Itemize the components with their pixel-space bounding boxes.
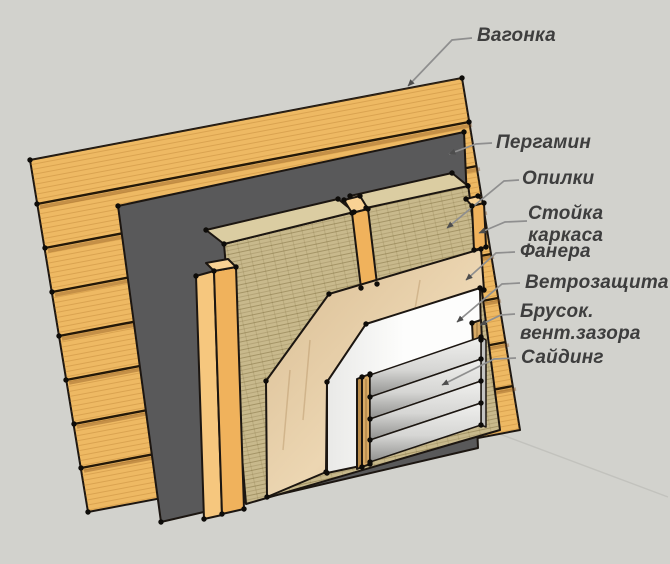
label-sajding: Сайдинг — [521, 347, 604, 368]
label-opilki: Опилки — [522, 168, 595, 189]
leader-vetrozashchita — [456, 282, 521, 323]
ground-edge-line — [480, 426, 669, 498]
label-brusok: Брусок. вент.зазора — [520, 301, 641, 344]
label-fanera: Фанера — [520, 241, 591, 262]
vertex-dots — [27, 75, 489, 525]
layer-sajding — [369, 336, 487, 463]
leader-vagonka — [407, 37, 473, 87]
label-vagonka: Вагонка — [477, 25, 556, 46]
leader-brusok — [479, 313, 516, 326]
leader-opilki — [446, 179, 520, 229]
label-stoyka-karkasa: Стойка каркаса — [528, 203, 604, 246]
label-pergamin: Пергамин — [496, 132, 592, 153]
label-vetrozashchita: Ветрозащита — [525, 272, 669, 293]
left-stud — [195, 258, 245, 520]
leader-pergamin — [448, 142, 493, 155]
leader-lines — [407, 37, 528, 386]
leader-sajding — [441, 357, 517, 386]
leader-stoyka — [478, 220, 528, 234]
leader-fanera — [465, 251, 516, 281]
